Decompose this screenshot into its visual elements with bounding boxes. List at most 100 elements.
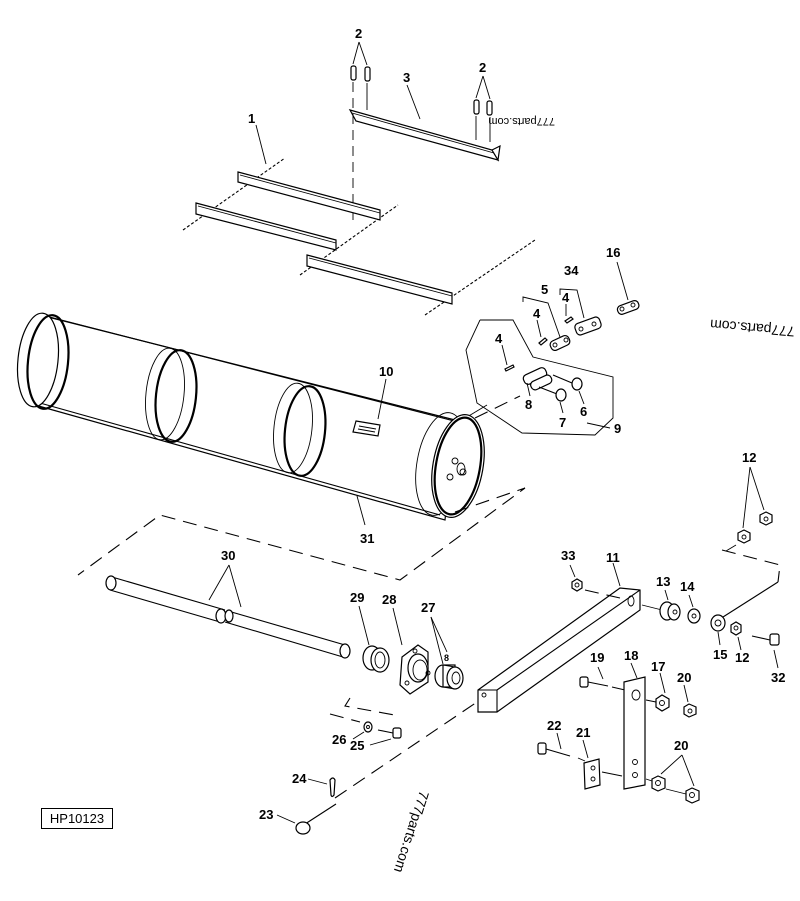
callout-4[interactable]: 4 <box>495 331 503 346</box>
callout-33-leader <box>569 564 576 578</box>
bracket-part-21[interactable] <box>583 758 601 790</box>
chain-to-roller-dashline <box>474 395 521 419</box>
bolt-part-25[interactable] <box>377 727 402 739</box>
bearing-part-29[interactable] <box>362 645 390 673</box>
bolt-part-22[interactable] <box>537 742 571 757</box>
offset-link-part-34[interactable] <box>574 316 603 336</box>
connector-link-part-5[interactable] <box>549 334 571 352</box>
conveyor-chain-assembly[interactable] <box>182 157 536 316</box>
callout-17[interactable]: 17 <box>651 659 665 674</box>
callout-26[interactable]: 26 <box>332 732 346 747</box>
cotter-pin-part-24[interactable] <box>329 777 336 798</box>
carriage-bolts-right[interactable] <box>473 99 493 142</box>
callout-25-leader <box>369 738 392 746</box>
callout-19-leader <box>597 666 604 680</box>
pin-part-7[interactable] <box>538 386 567 402</box>
callout-31[interactable]: 31 <box>360 531 374 546</box>
callout-12[interactable]: 12 <box>742 450 756 465</box>
cotter-pin-parts-4[interactable] <box>504 316 574 372</box>
callout-20-lower-leader <box>660 754 695 787</box>
nut-20-leader-line <box>645 778 653 782</box>
washer-part-14[interactable] <box>687 608 701 624</box>
callout-18[interactable]: 18 <box>624 648 638 663</box>
callout-30[interactable]: 30 <box>221 548 235 563</box>
arm-part-11[interactable] <box>477 587 641 713</box>
callout-1[interactable]: 1 <box>248 111 255 126</box>
figure-id-label: HP10123 <box>41 808 113 829</box>
callout-28[interactable]: 28 <box>382 592 396 607</box>
callout-21-leader <box>582 739 589 759</box>
lock-nuts-part-20-lower[interactable] <box>651 775 700 804</box>
roller-part-31[interactable] <box>13 311 491 521</box>
callout-10[interactable]: 10 <box>379 364 393 379</box>
callout-7[interactable]: 7 <box>559 415 566 430</box>
flange-housing-part-28[interactable] <box>399 644 431 695</box>
callout-21[interactable]: 21 <box>576 725 590 740</box>
bolt-19-leader-line <box>611 686 626 691</box>
cap-screw-part-32[interactable] <box>751 633 780 646</box>
shaft-part-30-left[interactable] <box>105 575 227 624</box>
callout-23[interactable]: 23 <box>259 807 273 822</box>
callout-18-leader <box>630 662 638 679</box>
callout-4[interactable]: 4 <box>533 306 541 321</box>
callout-27[interactable]: 27 <box>421 600 435 615</box>
callout-19[interactable]: 19 <box>590 650 604 665</box>
slat-part-3[interactable] <box>348 109 501 162</box>
nut-dash <box>584 589 621 599</box>
chain-link-part-16[interactable] <box>616 299 640 315</box>
callout-34[interactable]: 34 <box>564 263 579 278</box>
callout-8[interactable]: 8 <box>525 397 532 412</box>
callout-14[interactable]: 14 <box>680 579 695 594</box>
pin-part-23[interactable] <box>295 803 337 835</box>
callout-15[interactable]: 15 <box>713 647 727 662</box>
callout-32[interactable]: 32 <box>771 670 785 685</box>
side-plate-part-8[interactable] <box>522 366 553 391</box>
lock-nut-part-20-upper[interactable] <box>683 703 697 718</box>
callout-29[interactable]: 29 <box>350 590 364 605</box>
collar-part-27[interactable] <box>434 664 464 690</box>
callout-16[interactable]: 16 <box>606 245 620 260</box>
callout-6[interactable]: 6 <box>580 404 587 419</box>
callout-4a-leader <box>501 344 508 366</box>
bushing-part-13[interactable] <box>659 601 681 621</box>
callout-27-sub[interactable]: 8 <box>444 653 449 663</box>
nut-part-17[interactable] <box>655 694 670 712</box>
lock-nut-part-33[interactable] <box>571 578 583 592</box>
callout-6-leader <box>578 390 585 405</box>
callout-2[interactable]: 2 <box>479 60 486 75</box>
callout-3[interactable]: 3 <box>403 70 410 85</box>
callout-2[interactable]: 2 <box>355 26 362 41</box>
washer-part-26[interactable] <box>363 721 373 733</box>
callout-12-lower-leader <box>737 636 742 651</box>
lock-nuts-part-12-upper[interactable] <box>737 511 773 544</box>
callout-32-leader <box>773 649 779 669</box>
pin-part-6[interactable] <box>552 374 583 391</box>
callout-24[interactable]: 24 <box>292 771 307 786</box>
callout-12-upper-leader <box>742 466 765 529</box>
callout-13[interactable]: 13 <box>656 574 670 589</box>
eye-bolt-part-15[interactable] <box>710 581 779 632</box>
callout-15-leader <box>717 631 721 646</box>
callout-29-leader <box>358 605 370 646</box>
callout-9[interactable]: 9 <box>614 421 621 436</box>
callout-16-leader <box>616 261 629 301</box>
callout-5[interactable]: 5 <box>541 282 548 297</box>
callout-22[interactable]: 22 <box>547 718 561 733</box>
callout-20[interactable]: 20 <box>677 670 691 685</box>
shaft-part-30-right[interactable] <box>224 609 351 659</box>
bolt-part-19[interactable] <box>579 676 609 688</box>
callout-33[interactable]: 33 <box>561 548 575 563</box>
lock-nut-part-12-lower[interactable] <box>730 621 742 636</box>
callout-25[interactable]: 25 <box>350 738 364 753</box>
callout-3-leader <box>406 84 421 120</box>
carriage-bolts-left[interactable] <box>350 65 371 220</box>
callout-20[interactable]: 20 <box>674 738 688 753</box>
callout-27-leader <box>430 616 448 665</box>
callout-4[interactable]: 4 <box>562 290 570 305</box>
plate-part-18[interactable] <box>623 676 646 790</box>
decal-part-10[interactable] <box>352 420 381 437</box>
callout-26-leader <box>352 731 365 740</box>
callout-11[interactable]: 11 <box>606 550 620 565</box>
callout-12[interactable]: 12 <box>735 650 749 665</box>
